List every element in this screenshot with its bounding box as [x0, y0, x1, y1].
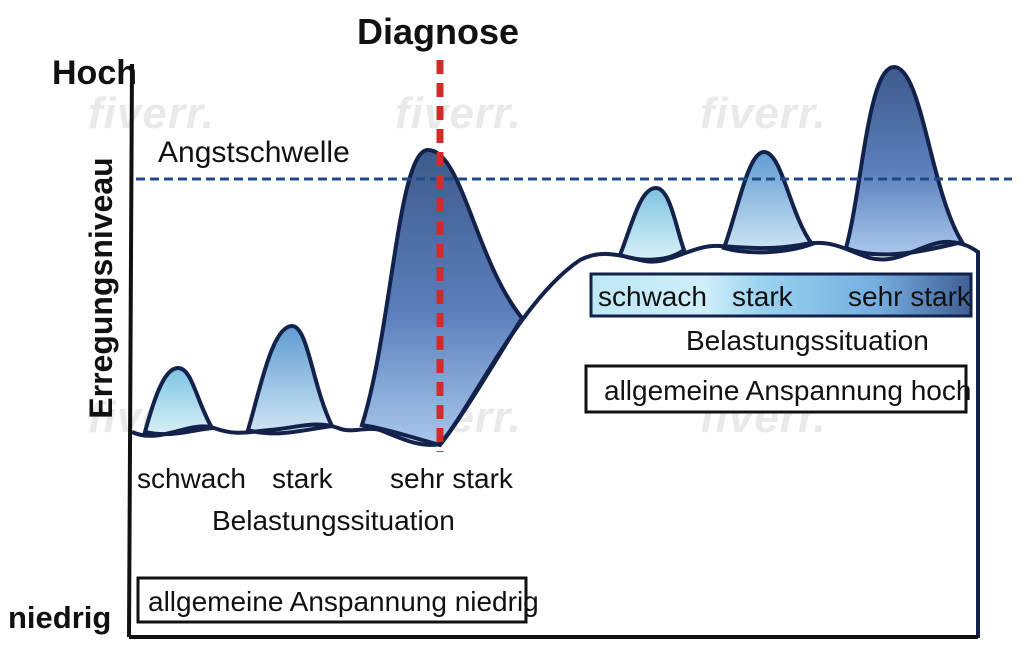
threshold-label: Angstschwelle	[158, 136, 350, 169]
peak-label-low-weak: schwach	[137, 463, 246, 494]
peak-high-very-strong	[843, 64, 966, 257]
situation-label-low: Belastungssituation	[212, 505, 455, 536]
intensity-strip	[589, 272, 973, 318]
y-axis-line	[127, 63, 134, 638]
peak-label-low-very-strong: sehr stark	[390, 463, 514, 494]
watermark-text: fiverr.	[88, 89, 215, 138]
peak-label-high-strong: stark	[732, 281, 794, 312]
tension-low-box	[136, 576, 528, 624]
diagnosis-label: Diagnose	[357, 11, 519, 52]
situation-label-high: Belastungssituation	[686, 325, 929, 356]
y-axis-top-label: Hoch	[52, 54, 137, 92]
tension-high-label: allgemeine Anspannung hoch	[604, 375, 971, 406]
peak-high-weak	[617, 185, 687, 262]
peak-high-strong	[721, 149, 816, 255]
peak-label-high-very-strong: sehr stark	[848, 281, 972, 312]
peak-low-strong	[245, 323, 336, 436]
watermark-text: fiverr.	[395, 89, 522, 138]
peak-low-weak	[142, 365, 216, 437]
watermark-text: fiverr.	[700, 89, 827, 138]
baseline-curve	[131, 239, 980, 638]
peak-label-high-weak: schwach	[598, 281, 707, 312]
y-axis-title: Erregungsniveau	[83, 157, 119, 418]
tension-low-label: allgemeine Anspannung niedrig	[148, 586, 539, 617]
y-axis-bottom-label: niedrig	[8, 600, 111, 635]
peak-label-low-strong: stark	[272, 463, 334, 494]
tension-high-box	[584, 364, 968, 414]
